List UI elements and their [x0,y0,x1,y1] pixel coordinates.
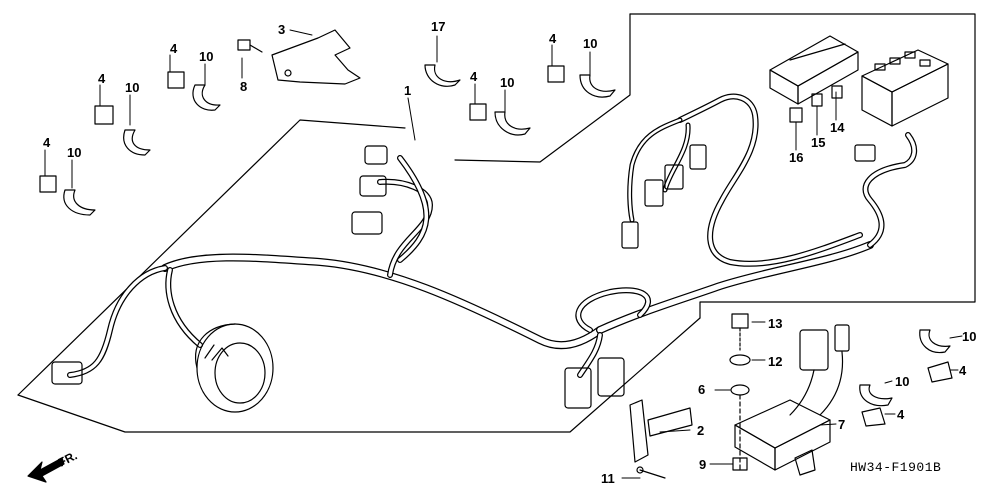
callout-4-a: 4 [170,41,178,56]
round-connector [195,323,274,413]
callout-10-e: 10 [583,36,598,51]
callout-13: 13 [768,316,783,331]
callout-16: 16 [789,150,804,165]
callout-8: 8 [240,79,248,94]
callout-10-d: 10 [500,75,515,90]
callout-17: 17 [431,19,446,34]
callout-10-a: 10 [199,49,214,64]
leader-lines [44,29,963,479]
bracket-3 [271,29,361,85]
regulator-7 [734,399,831,476]
callout-12: 12 [768,354,783,369]
callout-7: 7 [838,417,846,432]
hardware-stack [729,313,751,471]
callout-15: 15 [811,135,826,150]
callout-4-d: 4 [470,69,478,84]
callout-10-c: 10 [67,145,82,160]
callout-3: 3 [278,22,286,37]
callout-2: 2 [697,423,705,438]
cable-ties-and-pads [39,64,953,427]
callout-4-b: 4 [98,71,106,86]
callout-10-b: 10 [125,80,140,95]
assembly-outline [17,13,976,433]
wire-harness [67,93,918,378]
callout-4-g: 4 [897,407,905,422]
diagram-code: HW34-F1901B [850,460,942,475]
callout-14: 14 [830,120,845,135]
front-arrow-icon [27,457,65,483]
callout-10-g: 10 [895,374,910,389]
callout-4-c: 4 [43,135,51,150]
bracket-2 [629,399,693,479]
callout-9: 9 [699,457,707,472]
callout-4-f: 4 [959,363,967,378]
bolt-8 [237,39,263,53]
callout-11: 11 [601,471,615,486]
callout-4-e: 4 [549,31,557,46]
callout-1: 1 [404,83,412,98]
fuse-box [769,35,859,105]
callout-10-f: 10 [962,329,977,344]
harness-connectors [51,144,876,416]
callout-6: 6 [698,382,706,397]
relay-box [861,49,949,127]
